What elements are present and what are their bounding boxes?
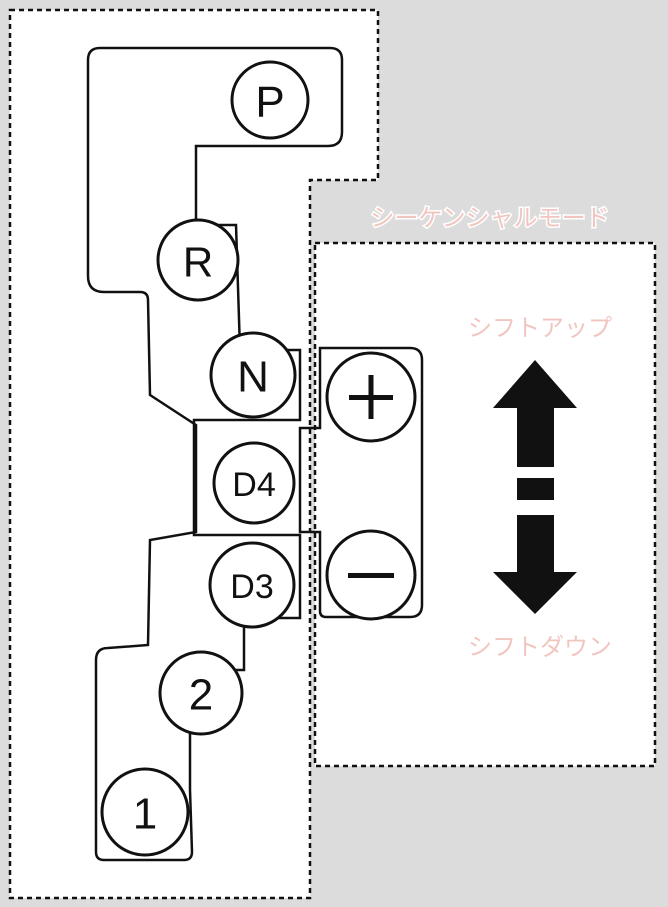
sequential-mode-title: シーケンシャルモード <box>370 204 609 232</box>
sequential-panel <box>313 241 657 768</box>
minus-icon <box>348 573 394 578</box>
shift-gate-outline <box>86 46 344 862</box>
gear-n-label: N <box>237 353 269 402</box>
gear-r: R <box>156 218 240 302</box>
gear-p: P <box>230 60 310 140</box>
gear-r-label: R <box>183 239 213 286</box>
plus-icon <box>349 375 393 419</box>
arrow-up-icon <box>493 360 577 467</box>
gear-d4: D4 <box>212 441 296 525</box>
gear-d3: D3 <box>208 541 296 629</box>
gear-1-label: 1 <box>133 790 157 839</box>
gear-d4-label: D4 <box>232 466 275 504</box>
gear-2-label: 2 <box>189 671 213 720</box>
minus-position: − <box>325 529 417 621</box>
gear-d3-label: D3 <box>230 568 273 606</box>
plus-position: + <box>325 351 417 443</box>
gear-2: 2 <box>158 650 244 736</box>
shift-down-label: シフトダウン <box>468 633 612 661</box>
arrow-divider <box>517 478 554 500</box>
gear-p-label: P <box>255 78 284 127</box>
shift-up-label: シフトアップ <box>468 314 612 342</box>
arrow-down-icon <box>493 515 577 614</box>
gear-n: N <box>209 331 297 419</box>
sequential-gate-outline <box>298 346 424 619</box>
gear-1: 1 <box>100 767 190 857</box>
